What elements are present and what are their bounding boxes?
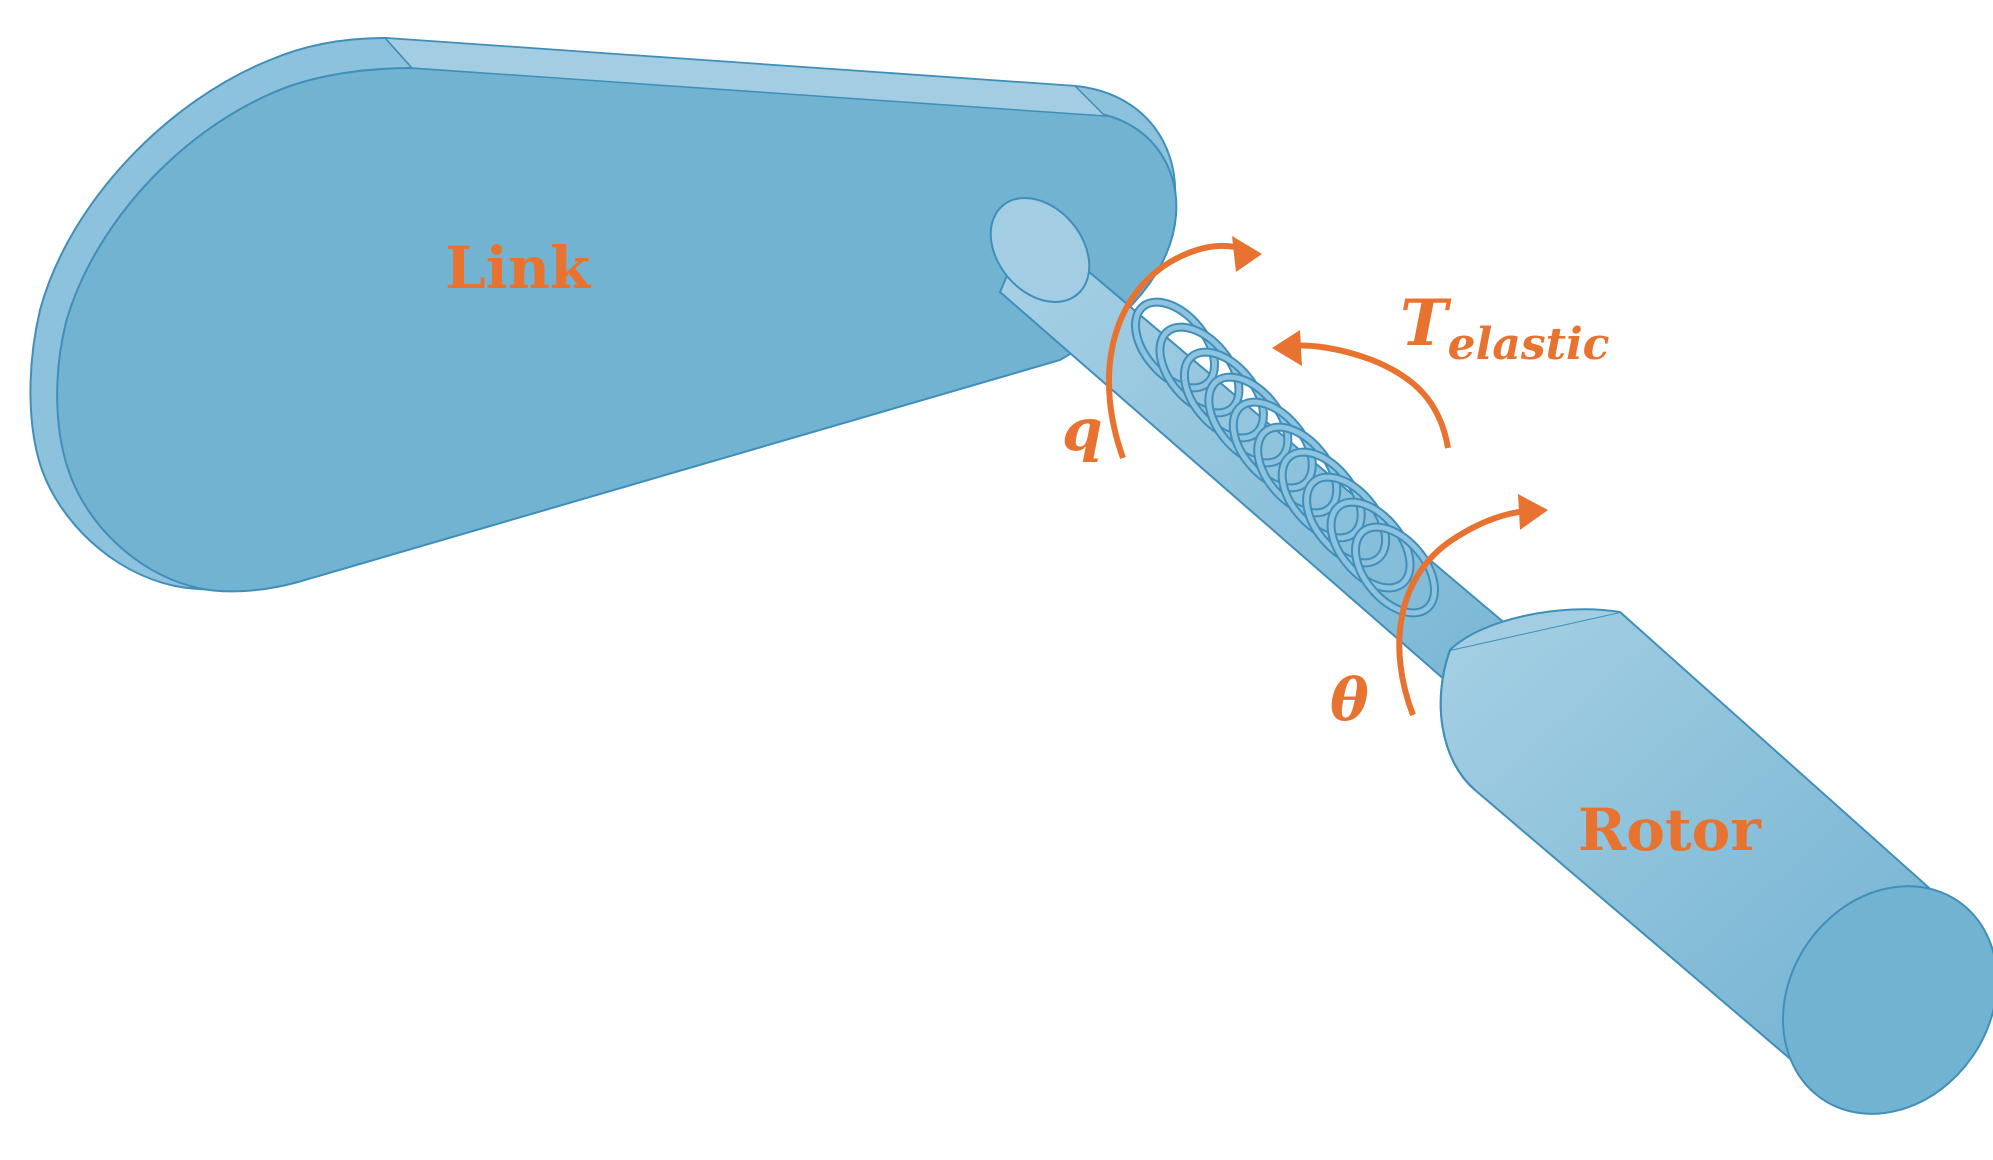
link-body bbox=[29, 36, 1178, 593]
shaft-hub-cap bbox=[989, 197, 1091, 303]
curved-arrow-icon bbox=[1106, 242, 1247, 460]
torsion-spring bbox=[1130, 297, 1440, 618]
rotor-body bbox=[1439, 608, 1993, 1115]
spring-coil bbox=[1304, 474, 1389, 566]
spring-coil bbox=[1132, 299, 1218, 391]
spring-coil bbox=[1255, 424, 1340, 516]
spring-coil bbox=[1352, 524, 1438, 616]
rotor-top-rim bbox=[1449, 608, 1621, 651]
spring-coil bbox=[1279, 449, 1364, 541]
rotor-left-edge bbox=[1439, 649, 1476, 791]
curved-arrow-icon bbox=[1289, 342, 1451, 449]
spring-coil bbox=[1157, 324, 1242, 416]
elastic-torque-arrow bbox=[1272, 330, 1451, 449]
rotor-end-cap bbox=[1782, 885, 1993, 1115]
spring-coil bbox=[1230, 399, 1315, 491]
curved-arrow-icon bbox=[1396, 508, 1531, 717]
link-top-face bbox=[56, 66, 1178, 593]
spring-coil bbox=[1181, 349, 1266, 441]
theta-rotation-arrow bbox=[1396, 494, 1548, 717]
torque-symbol: T bbox=[1400, 286, 1452, 361]
theta-label: θ bbox=[1330, 666, 1369, 734]
arrowhead-icon bbox=[1272, 330, 1302, 366]
link-label: Link bbox=[445, 234, 592, 302]
q-rotation-arrow bbox=[1106, 236, 1262, 460]
torque-subscript: elastic bbox=[1448, 319, 1610, 370]
rotor-label: Rotor bbox=[1578, 796, 1762, 864]
spring-coil bbox=[1328, 499, 1413, 591]
arrowhead-icon bbox=[1518, 494, 1548, 530]
elastic-torque-label: Telastic bbox=[1400, 286, 1610, 370]
spring-coil bbox=[1206, 374, 1291, 466]
arrowhead-icon bbox=[1232, 236, 1262, 272]
q-label: q bbox=[1062, 396, 1103, 464]
